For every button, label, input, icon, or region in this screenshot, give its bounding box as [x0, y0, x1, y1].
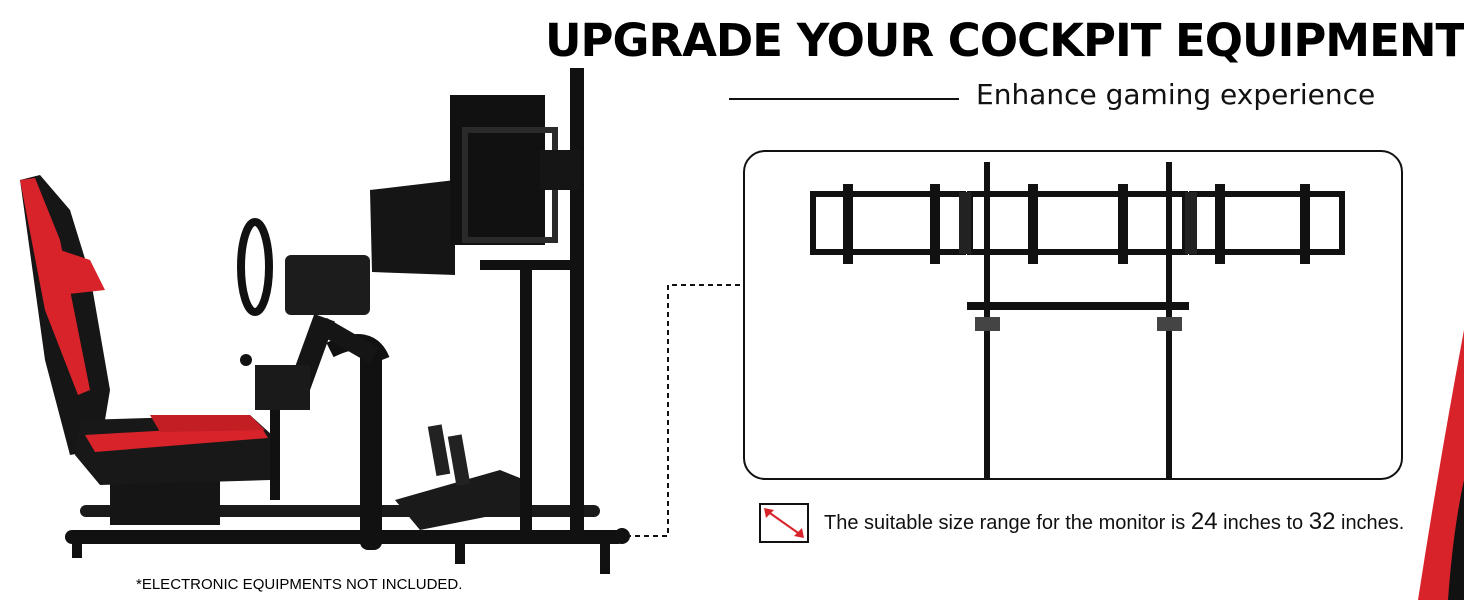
resize-diagonal-icon	[759, 503, 809, 543]
footnote: *ELECTRONIC EQUIPMENTS NOT INCLUDED.	[136, 576, 463, 593]
seat-edge-image	[1418, 330, 1464, 600]
subheadline: Enhance gaming experience	[976, 78, 1376, 111]
racing-cockpit-image	[20, 68, 630, 574]
triple-monitor-mount-image	[810, 162, 1345, 478]
size-range-max: 32	[1308, 508, 1336, 535]
monitor-size-range: The suitable size range for the monitor …	[824, 508, 1404, 536]
subheadline-rule	[729, 98, 959, 100]
monitor-mount-panel	[743, 150, 1403, 480]
dashed-connector	[630, 284, 740, 537]
size-range-suffix: inches.	[1335, 512, 1405, 534]
headline: UPGRADE YOUR COCKPIT EQUIPMENT	[545, 14, 1464, 67]
size-range-prefix: The suitable size range for the monitor …	[824, 512, 1191, 534]
size-range-mid: inches to	[1217, 512, 1309, 534]
size-range-min: 24	[1190, 508, 1218, 535]
